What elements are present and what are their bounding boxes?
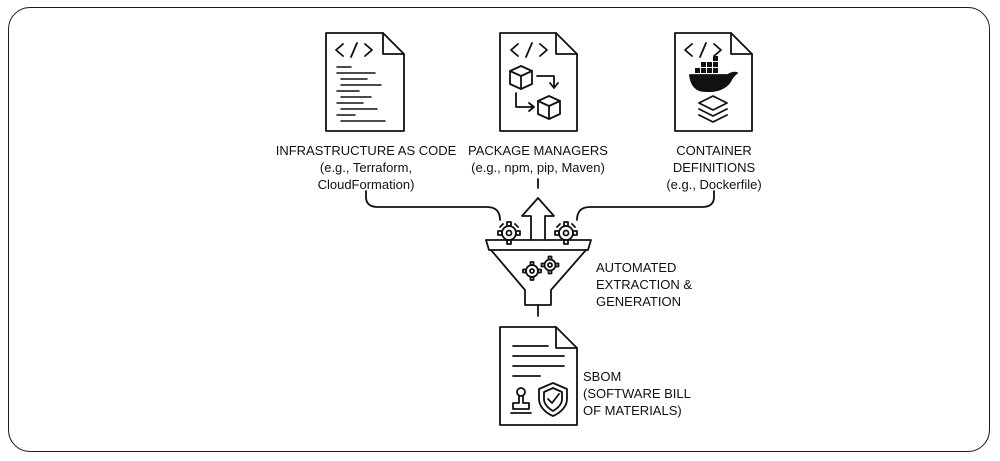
funnel-gears-icon	[485, 197, 592, 306]
process-line-1: AUTOMATED	[596, 260, 677, 275]
output-line-3: OF MATERIALS)	[583, 403, 682, 418]
certificate-document-icon	[499, 326, 578, 426]
source-title-iac: INFRASTRUCTURE AS CODE	[275, 143, 457, 158]
source-label-iac: INFRASTRUCTURE AS CODE (e.g., Terraform,…	[276, 142, 457, 193]
source-label-pkg: PACKAGE MANAGERS (e.g., npm, pip, Maven)	[468, 142, 608, 176]
code-document-icon	[325, 32, 405, 132]
source-example-iac-2: CloudFormation)	[317, 177, 415, 192]
connector-container	[576, 190, 715, 221]
source-example-iac-1: (e.g., Terraform,	[319, 160, 413, 175]
process-label: AUTOMATED EXTRACTION & GENERATION	[596, 259, 692, 310]
container-document-icon	[674, 32, 753, 132]
source-example-pkg: (e.g., npm, pip, Maven)	[471, 160, 605, 175]
process-line-2: EXTRACTION &	[596, 277, 693, 292]
process-line-3: GENERATION	[596, 294, 681, 309]
output-line-2: (SOFTWARE BILL	[583, 386, 691, 401]
connector-iac	[365, 190, 501, 221]
source-title-pkg: PACKAGE MANAGERS	[468, 143, 608, 158]
source-title-ctr: CONTAINER	[676, 143, 752, 158]
source-label-ctr: CONTAINER DEFINITIONS (e.g., Dockerfile)	[666, 142, 761, 193]
source-example-ctr: (e.g., Dockerfile)	[666, 177, 762, 192]
source-title-ctr-2: DEFINITIONS	[672, 160, 756, 175]
output-line-1: SBOM	[583, 369, 622, 384]
package-flow-document-icon	[499, 32, 578, 132]
output-label: SBOM (SOFTWARE BILL OF MATERIALS)	[583, 368, 691, 419]
diagram-frame	[8, 7, 990, 452]
